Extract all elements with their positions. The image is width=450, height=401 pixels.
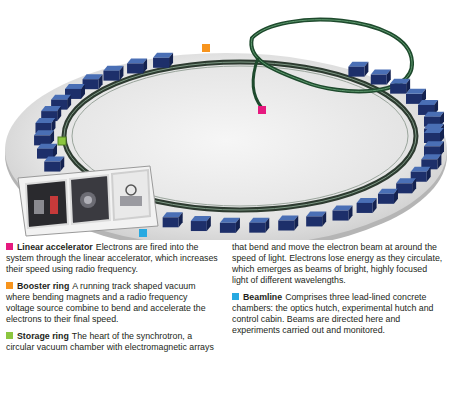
block-front [163, 217, 179, 227]
legend-swatch [232, 293, 239, 300]
block-side [322, 211, 326, 226]
block-side [53, 144, 57, 159]
hutch-equipment [34, 200, 44, 214]
legend-item: BeamlineComprises three lead-lined concr… [232, 292, 444, 336]
legend-item: Booster ringA running track shaped vacuu… [6, 281, 218, 325]
legend-swatch [6, 243, 13, 250]
block-side [67, 95, 71, 110]
block-side [387, 70, 391, 85]
block-side [294, 216, 298, 231]
block-front [249, 223, 265, 233]
booster-ring [251, 20, 412, 92]
block-front [371, 75, 387, 85]
experimental-hutch [70, 175, 110, 224]
block-side [81, 84, 85, 99]
block-front [191, 221, 207, 231]
booster-ring-highlight [251, 20, 412, 92]
block-front [332, 211, 348, 221]
hutch-equipment [50, 196, 58, 214]
block-side [57, 106, 61, 121]
legend-item: Linear acceleratorElectrons are fired in… [6, 242, 218, 275]
block-front [378, 194, 394, 204]
block-side [207, 216, 211, 231]
block-side [440, 128, 444, 143]
linear-accelerator [253, 58, 262, 108]
hutch-equipment [84, 196, 92, 204]
legend: Linear acceleratorElectrons are fired in… [6, 242, 444, 353]
legend-swatch [6, 282, 13, 289]
block-side [99, 74, 103, 89]
block-side [427, 167, 431, 182]
block-side [50, 130, 54, 145]
block-front [390, 84, 406, 94]
block-front [103, 71, 119, 81]
legend-heading: Storage ring [17, 331, 69, 341]
block-side [394, 189, 398, 204]
legend-swatch [6, 332, 13, 339]
legend-heading: Linear accelerator [17, 242, 93, 252]
legend-heading: Booster ring [17, 281, 69, 291]
control-desk [120, 196, 142, 206]
hutch-equipment [80, 192, 96, 208]
booster-marker [202, 44, 210, 52]
optics-hutch [26, 180, 68, 228]
block-side [60, 157, 64, 172]
block-side [364, 62, 368, 77]
block-front [278, 221, 294, 231]
block-front [44, 162, 60, 172]
legend-heading: Beamline [243, 292, 282, 302]
control-equipment [126, 185, 136, 195]
cabin-base [18, 166, 158, 236]
block-side [119, 66, 123, 81]
block-front [127, 63, 143, 73]
beamline-cabins [18, 166, 158, 236]
storage-ring-marker [58, 137, 66, 145]
block-front [348, 67, 364, 77]
block-front [357, 203, 373, 213]
block-front [220, 223, 236, 233]
synchrotron-illustration [0, 0, 450, 240]
block-side [169, 53, 173, 68]
block-side [440, 141, 444, 156]
block-side [437, 154, 441, 169]
floor-disc [5, 53, 447, 240]
block-side [348, 206, 352, 221]
block-front [396, 183, 412, 193]
beamline-marker [139, 229, 147, 237]
block-side [373, 198, 377, 213]
block-front [306, 216, 322, 226]
linac-marker [258, 106, 266, 114]
control-cabin [112, 170, 150, 220]
beamline-blocks [34, 53, 444, 233]
block-front [153, 58, 169, 68]
block-side [236, 218, 240, 233]
block-side [265, 218, 269, 233]
block-side [412, 178, 416, 193]
block-side [143, 58, 147, 73]
block-side [179, 212, 183, 227]
block-front [406, 94, 422, 104]
